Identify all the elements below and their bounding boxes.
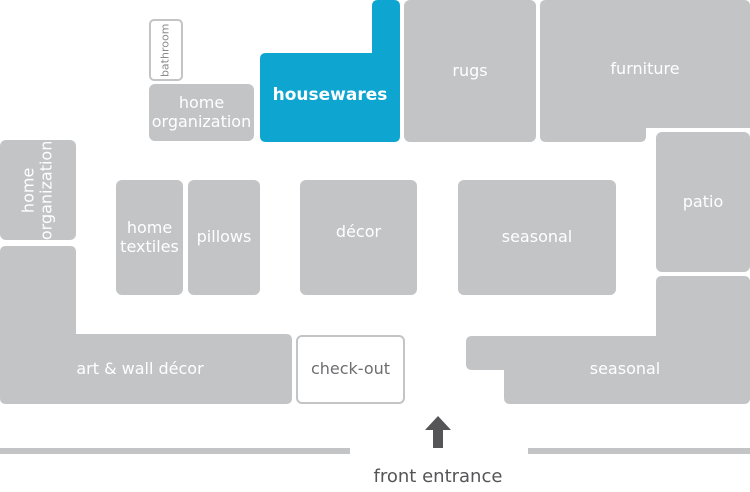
dept-check-out-label: check-out	[310, 359, 391, 379]
dept-seasonal-center-label: seasonal	[501, 227, 573, 247]
up-arrow-icon	[425, 416, 451, 448]
dept-home-organization-left[interactable]: home organization	[0, 140, 76, 240]
dept-home-organization-top[interactable]: home organization	[149, 84, 254, 141]
dept-seasonal-right-label: seasonal	[589, 359, 661, 378]
dept-bathroom[interactable]: bathroom	[149, 19, 183, 81]
dept-home-organization-top-label: home organization	[151, 93, 252, 131]
entrance-wall-right	[528, 448, 750, 454]
dept-pillows[interactable]: pillows	[188, 180, 260, 295]
dept-furniture-label: furniture	[610, 59, 680, 78]
dept-home-textiles[interactable]: home textiles	[116, 180, 183, 295]
front-entrance-label: front entrance	[373, 466, 503, 487]
dept-housewares-label: housewares	[272, 85, 388, 105]
dept-rugs[interactable]: rugs	[404, 0, 536, 142]
dept-decor[interactable]: décor	[300, 180, 417, 295]
entrance-wall-left	[0, 448, 350, 454]
dept-patio[interactable]: patio	[656, 132, 750, 272]
dept-seasonal-center[interactable]: seasonal	[458, 180, 616, 295]
dept-rugs-label: rugs	[452, 60, 488, 80]
dept-pillows-label: pillows	[196, 227, 252, 247]
dept-decor-label: décor	[335, 222, 382, 242]
dept-patio-label: patio	[682, 191, 724, 211]
dept-check-out[interactable]: check-out	[296, 335, 405, 404]
dept-art-wall-decor-label: art & wall décor	[76, 359, 204, 378]
dept-home-textiles-label: home textiles	[120, 218, 179, 256]
